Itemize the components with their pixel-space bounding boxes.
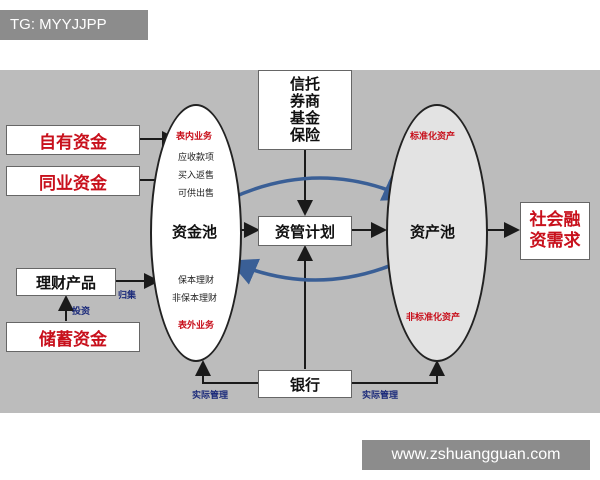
social-financing-line2: 资需求 [529, 231, 581, 251]
bank-box: 银行 [258, 370, 352, 398]
interbank-funds-box: 同业资金 [6, 166, 140, 196]
invest-label: 投资 [72, 307, 91, 317]
own-funds-box: 自有资金 [6, 125, 140, 155]
off-balance-label: 表外业务 [178, 321, 215, 331]
on-balance-item-available-for-sale: 可供出售 [178, 189, 215, 199]
savings-funds-box: 储蓄资金 [6, 322, 140, 352]
on-balance-item-receivables: 应收款项 [178, 153, 215, 163]
social-financing-line1: 社会融 [529, 210, 581, 230]
arrow-cycle-bottom [228, 256, 409, 285]
arrow-bank-to-fund-pool [195, 360, 258, 384]
arrow-cycle-top [231, 175, 412, 201]
fund-pool-title: 资金池 [172, 223, 218, 241]
off-balance-item-non-guaranteed: 非保本理财 [172, 294, 218, 304]
wealth-product-box: 理财产品 [16, 268, 116, 296]
on-balance-item-resale: 买入返售 [178, 171, 215, 181]
asset-pool-title: 资产池 [410, 223, 456, 241]
arrow-bank-to-asset-pool [351, 360, 445, 384]
social-financing-box: 社会融 资需求 [520, 202, 590, 260]
off-balance-item-guaranteed: 保本理财 [178, 276, 215, 286]
asset-pool-ellipse [386, 104, 488, 362]
own-funds-label: 自有资金 [39, 132, 107, 153]
institutions-box: 信托 券商 基金 保险 [258, 70, 352, 150]
institution-broker: 券商 [289, 92, 320, 110]
institution-fund: 基金 [289, 109, 320, 127]
asset-mgmt-plan-label: 资管计划 [274, 222, 335, 241]
bank-label: 银行 [289, 375, 320, 394]
interbank-funds-label: 同业资金 [39, 173, 107, 194]
manage-right-label: 实际管理 [362, 391, 399, 401]
standard-assets-label: 标准化资产 [410, 132, 456, 142]
on-balance-label: 表内业务 [176, 132, 213, 142]
fund-pool-ellipse [150, 104, 242, 362]
wealth-product-label: 理财产品 [35, 273, 96, 292]
nonstandard-assets-label: 非标准化资产 [406, 313, 461, 323]
manage-left-label: 实际管理 [192, 391, 229, 401]
watermark-url: www.zshuangguan.com [362, 440, 590, 470]
collect-label: 归集 [118, 291, 137, 301]
institution-insurance: 保险 [289, 126, 320, 144]
savings-funds-label: 储蓄资金 [39, 329, 107, 350]
institution-trust: 信托 [289, 75, 320, 93]
header-tag: TG: MYYJJPP [0, 10, 148, 40]
asset-mgmt-plan-box: 资管计划 [258, 216, 352, 246]
